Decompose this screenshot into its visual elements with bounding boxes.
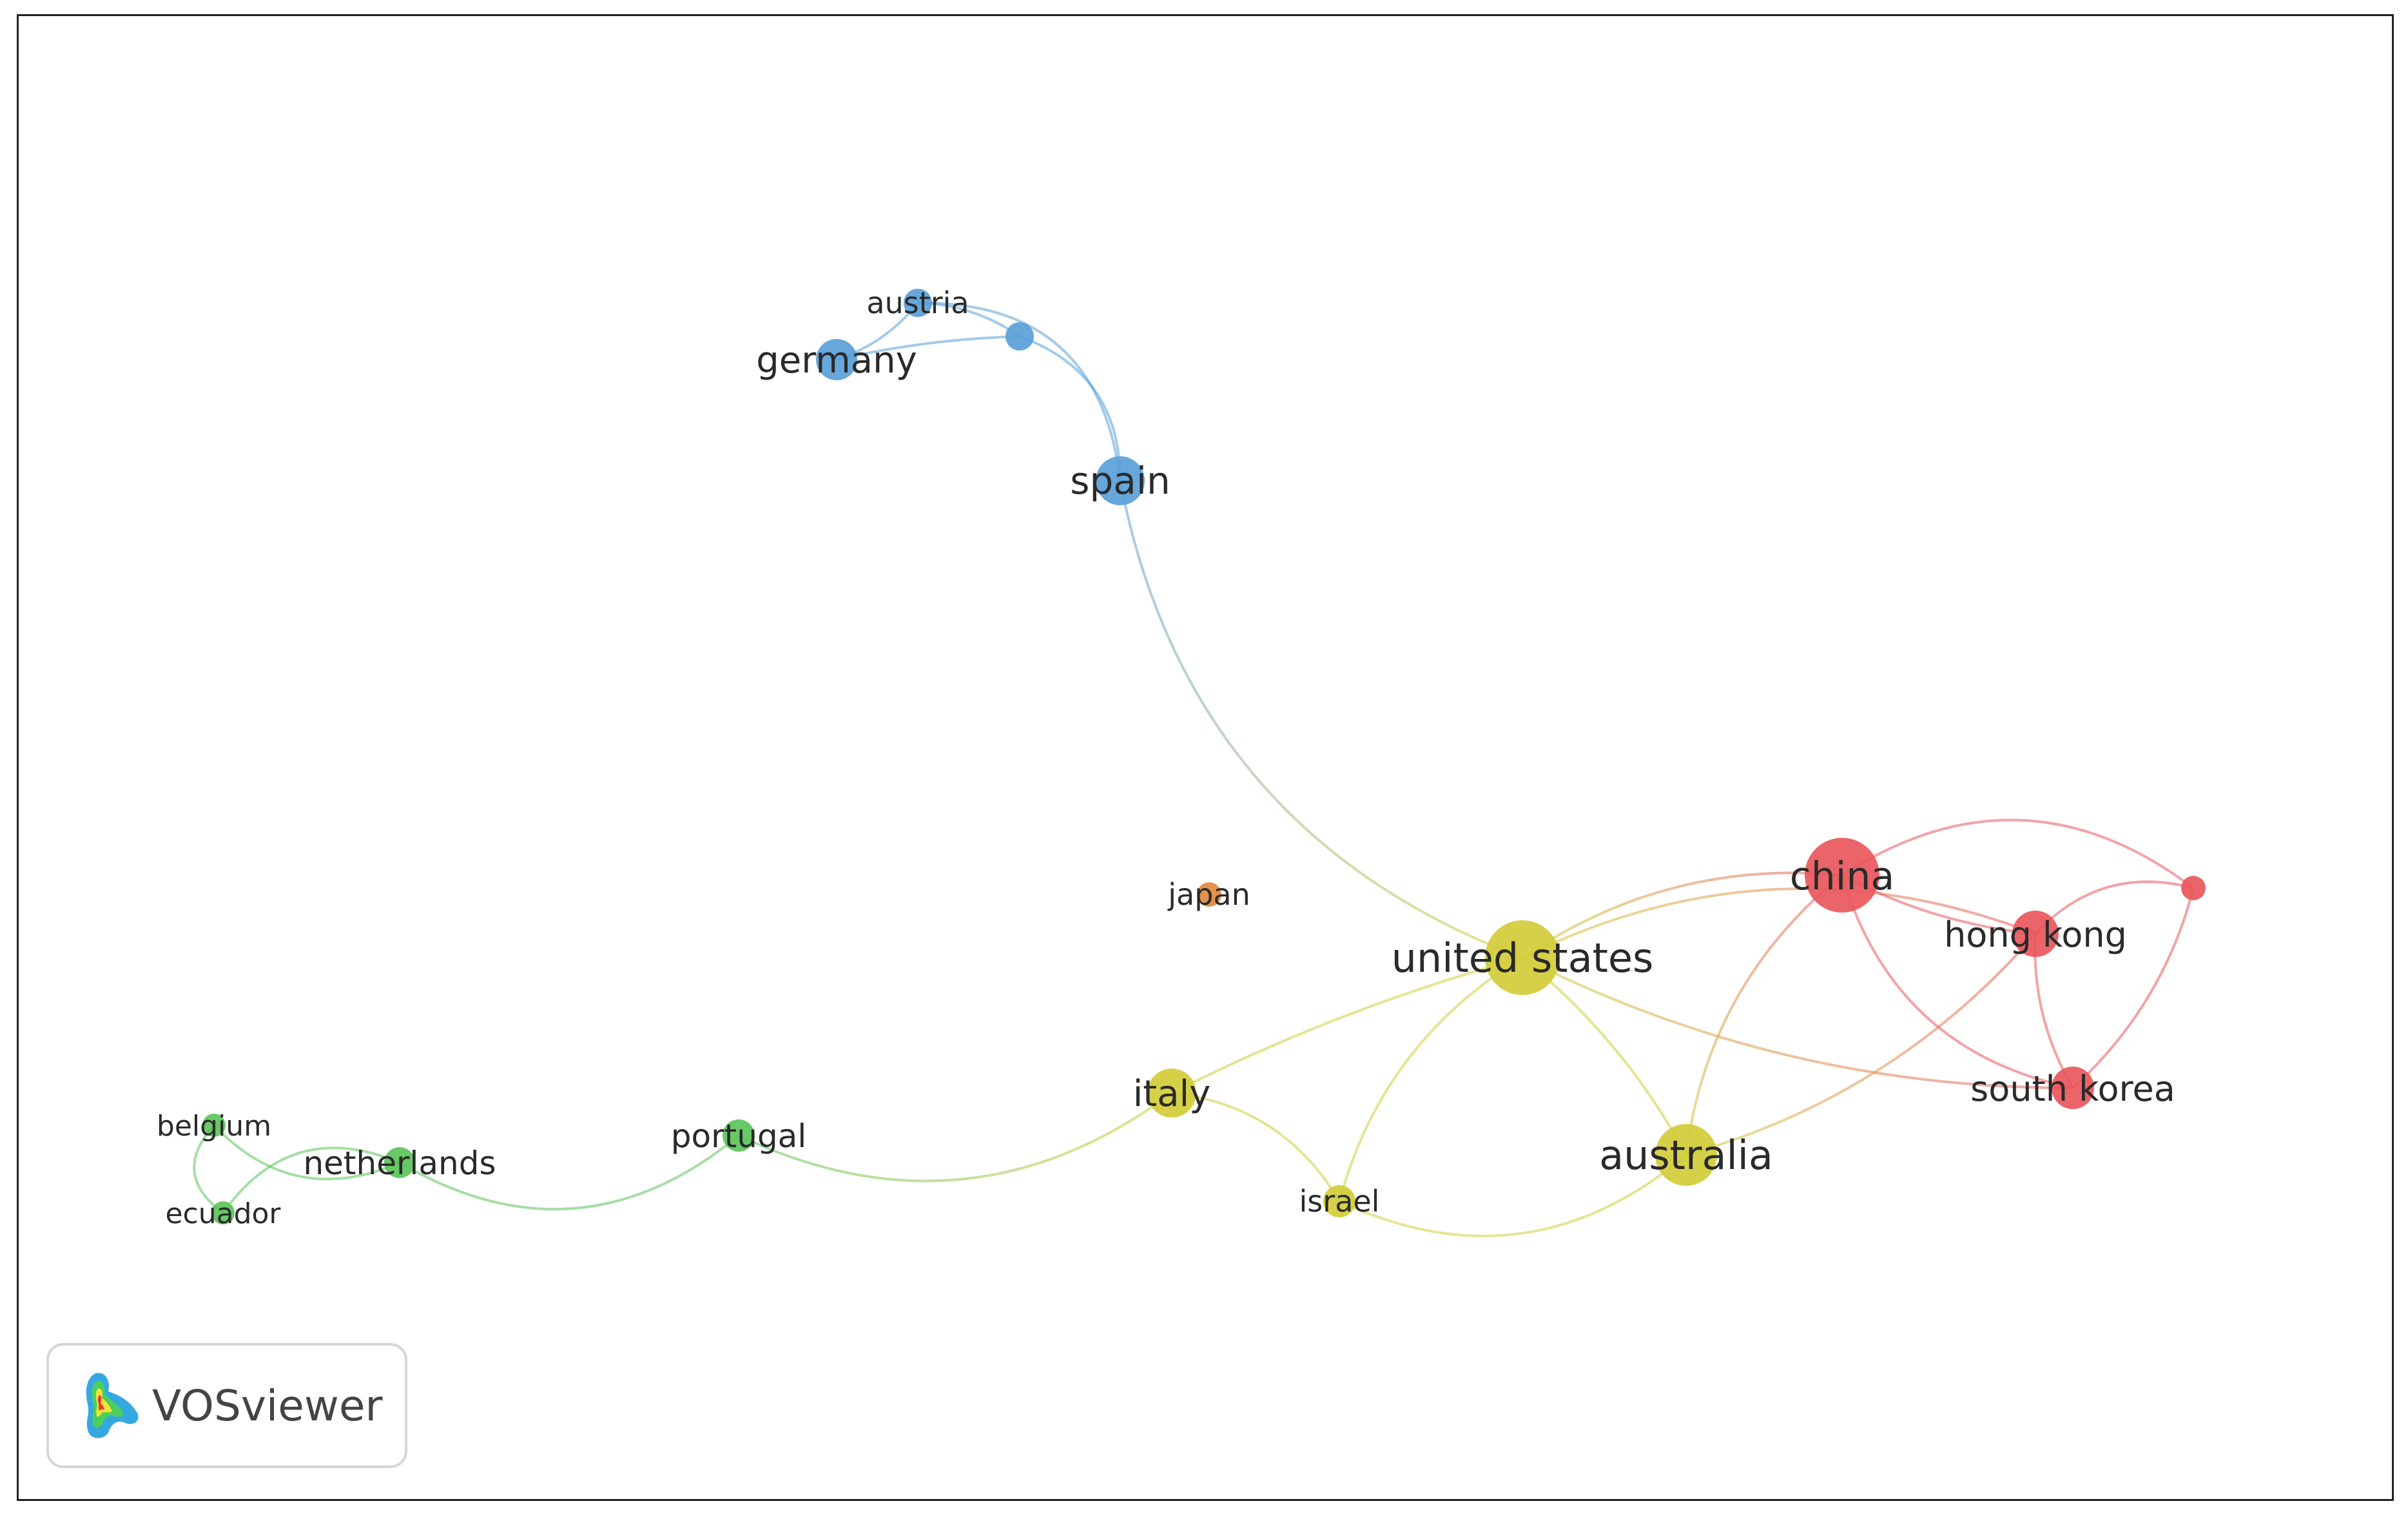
node-ecuador[interactable] — [211, 1201, 235, 1224]
node-label-south-korea: south korea — [1970, 1069, 2175, 1109]
link-south-korea-red-unlabeled[interactable] — [2072, 887, 2195, 1089]
node-label-netherlands: netherlands — [303, 1145, 496, 1182]
node-italy[interactable] — [1147, 1069, 1196, 1117]
link-netherlands-ecuador[interactable] — [222, 1147, 400, 1214]
node-germany[interactable] — [816, 339, 857, 380]
node-blue-unlabeled[interactable] — [1005, 322, 1034, 351]
node-china[interactable] — [1805, 838, 1879, 913]
network-frame — [17, 14, 2394, 1501]
node-label-ecuador: ecuador — [165, 1197, 281, 1230]
node-netherlands[interactable] — [384, 1147, 415, 1178]
link-israel-australia[interactable] — [1339, 1154, 1687, 1237]
node-label-china: china — [1790, 854, 1894, 899]
link-united-states-south-korea[interactable] — [1522, 956, 2073, 1090]
link-united-states-china[interactable] — [1521, 871, 1843, 959]
node-united-states[interactable] — [1485, 920, 1560, 995]
node-israel[interactable] — [1323, 1185, 1355, 1217]
node-belgium[interactable] — [202, 1114, 226, 1137]
node-label-israel: israel — [1299, 1184, 1380, 1219]
node-label-hong-kong: hong kong — [1944, 914, 2127, 955]
node-label-australia: australia — [1599, 1132, 1773, 1179]
link-hong-kong-red-unlabeled[interactable] — [2034, 880, 2194, 935]
link-hong-kong-south-korea[interactable] — [2034, 933, 2074, 1089]
link-united-states-italy[interactable] — [1171, 956, 1523, 1094]
link-belgium-ecuador[interactable] — [193, 1124, 224, 1214]
node-south-korea[interactable] — [2052, 1067, 2094, 1109]
node-label-portugal: portugal — [671, 1117, 806, 1155]
link-united-states-israel[interactable] — [1338, 956, 1524, 1202]
node-portugal[interactable] — [723, 1119, 755, 1152]
link-australia-china[interactable] — [1685, 874, 1843, 1156]
node-hong-kong[interactable] — [2012, 911, 2059, 957]
link-united-states-australia[interactable] — [1521, 956, 1687, 1156]
link-china-south-korea[interactable] — [1841, 875, 2073, 1089]
link-austria-spain[interactable] — [917, 301, 1121, 481]
node-austria[interactable] — [904, 289, 932, 317]
node-label-germany: germany — [756, 340, 917, 382]
nodes-layer — [202, 289, 2206, 1224]
node-label-united-states: united states — [1392, 934, 1654, 982]
vosviewer-brand: VOSviewer — [152, 1380, 383, 1431]
link-australia-hong-kong[interactable] — [1685, 933, 2037, 1156]
link-united-states-hong-kong[interactable] — [1522, 887, 2036, 959]
node-japan[interactable] — [1197, 882, 1221, 907]
link-netherlands-belgium[interactable] — [213, 1124, 400, 1181]
labels-layer: china hong kong south korea united states au… — [157, 285, 2175, 1230]
node-label-japan: japan — [1167, 877, 1250, 912]
link-portugal-netherlands[interactable] — [398, 1134, 740, 1211]
node-australia[interactable] — [1655, 1124, 1717, 1186]
node-label-spain: spain — [1070, 459, 1170, 503]
link-italy-israel[interactable] — [1171, 1092, 1341, 1203]
vosviewer-badge: VOSviewer — [46, 1343, 407, 1468]
link-germany-blue-unlabeled[interactable] — [836, 335, 1020, 361]
link-china-red-unlabeled[interactable] — [1841, 818, 2195, 889]
node-red-unlabeled[interactable] — [2181, 876, 2206, 900]
node-spain[interactable] — [1096, 456, 1145, 505]
node-label-belgium: belgium — [157, 1110, 271, 1143]
node-label-italy: italy — [1133, 1073, 1211, 1115]
node-label-austria: austria — [866, 285, 969, 320]
link-italy-portugal[interactable] — [738, 1092, 1173, 1183]
link-spain-united-states[interactable] — [1119, 480, 1523, 959]
vosviewer-logo-icon — [86, 1373, 139, 1438]
